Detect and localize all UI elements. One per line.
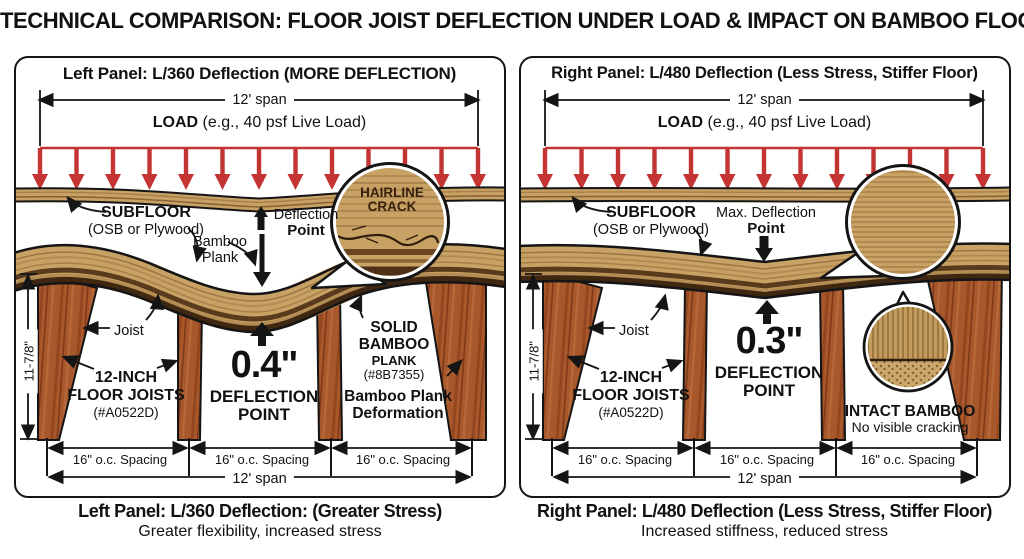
right-spacing-label-1: 16" o.c. Spacing [577,452,673,467]
left-joist-label: Joist [114,323,144,339]
left-panel-art [16,90,504,485]
right-spacing-label-3: 16" o.c. Spacing [860,452,956,467]
left-deformation-label: Bamboo Plank Deformation [344,388,452,423]
left-spacing-label-1: 16" o.c. Spacing [72,452,168,467]
right-max-deflection-label: Max. Deflection Point [716,205,816,238]
right-spacing-label-2: 16" o.c. Spacing [719,452,815,467]
left-solid-bamboo-label: SOLID BAMBOO PLANK (#8B7355) [358,319,430,383]
load-arrows [537,146,991,190]
left-panel-title: Left Panel: L/360 Deflection (MORE DEFLE… [62,64,457,83]
label-arrows [61,195,463,377]
right-floor-joists-label: 12-INCH FLOOR JOISTS (#A0522D) [572,369,690,420]
right-subfloor-label: SUBFLOOR (OSB or Plywood) [592,204,710,238]
left-floor-joists-label: 12-INCH FLOOR JOISTS (#A0522D) [67,369,185,420]
right-joist-label: Joist [619,323,649,339]
right-joist-height-label: 11-7/8" [527,329,543,394]
left-bamboo-plank-label: Bamboo Plank [192,234,247,267]
right-panel: Right Panel: L/480 Deflection (Less Stre… [519,56,1011,498]
floor-joists [542,262,1004,441]
right-top-span: 12' span [521,92,1008,108]
right-panel-art [521,90,1009,485]
left-panel: Left Panel: L/360 Deflection (MORE DEFLE… [14,56,506,498]
right-bottom-span: 12' span [521,471,1008,487]
page-title: TECHNICAL COMPARISON: FLOOR JOIST DEFLEC… [0,8,1024,33]
left-subfloor-label: SUBFLOOR (OSB or Plywood) [87,204,205,238]
left-top-span: 12' span [16,92,503,108]
hairline-crack-inset [310,162,450,290]
load-arrows [32,146,486,190]
right-load-label: LOAD (e.g., 40 psf Live Load) [657,114,872,131]
left-joist-height-label: 11-7/8" [22,329,38,394]
deflection-arrows [250,206,274,346]
left-caption: Left Panel: L/360 Deflection: (Greater S… [78,501,442,540]
left-deflection-point-label: Deflection Point [273,207,339,240]
left-deflection-value: 0.4" DEFLECTION POINT [209,344,319,425]
right-caption: Right Panel: L/480 Deflection (Less Stre… [537,501,992,540]
left-spacing-label-3: 16" o.c. Spacing [355,452,451,467]
intact-bamboo-inset [862,290,954,393]
left-bottom-span: 12' span [16,471,503,487]
deflection-arrows [755,236,779,324]
left-spacing-label-2: 16" o.c. Spacing [214,452,310,467]
intact-bamboo-label: INTACT BAMBOO No visible cracking [844,403,976,436]
bamboo-surface-inset [819,164,961,280]
label-arrows [566,195,713,373]
left-load-label: LOAD (e.g., 40 psf Live Load) [152,114,367,131]
right-deflection-value: 0.3" DEFLECTION POINT [714,320,824,401]
right-panel-title: Right Panel: L/480 Deflection (Less Stre… [551,64,978,82]
hairline-crack-label: HAIRLINE CRACK [360,185,424,215]
